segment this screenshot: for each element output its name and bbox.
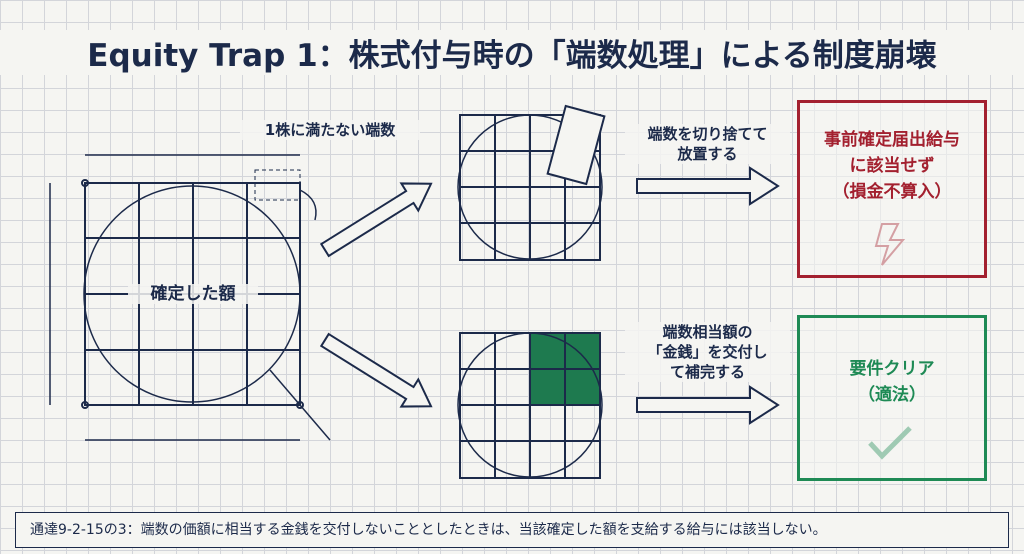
page-title: Equity Trap 1：株式付与時の「端数処理」による制度崩壊 — [0, 30, 1024, 75]
arrow-up — [319, 182, 433, 258]
arrow-right-top — [636, 166, 780, 206]
fixed-amount-label: 確定した額 — [128, 284, 258, 304]
result-box-fail: 事前確定届出給与 に該当せず （損金不算入） — [797, 100, 987, 278]
result-box-pass: 要件クリア （適法） — [797, 315, 987, 481]
arrow-down — [319, 332, 433, 408]
fraction-label: 1株に満たない端数 — [240, 120, 420, 140]
action-label-cash: 端数相当額の 「金銭」を交付し て補完する — [625, 322, 790, 382]
footnote: 通達9-2-15の3：端数の価額に相当する金銭を交付しないこととしたときは、当該… — [15, 512, 1009, 548]
truncated-puzzle — [457, 104, 606, 261]
action-label-truncate: 端数を切り捨てて 放置する — [625, 124, 790, 164]
arrow-right-bottom — [636, 385, 780, 425]
completed-puzzle — [457, 332, 603, 479]
